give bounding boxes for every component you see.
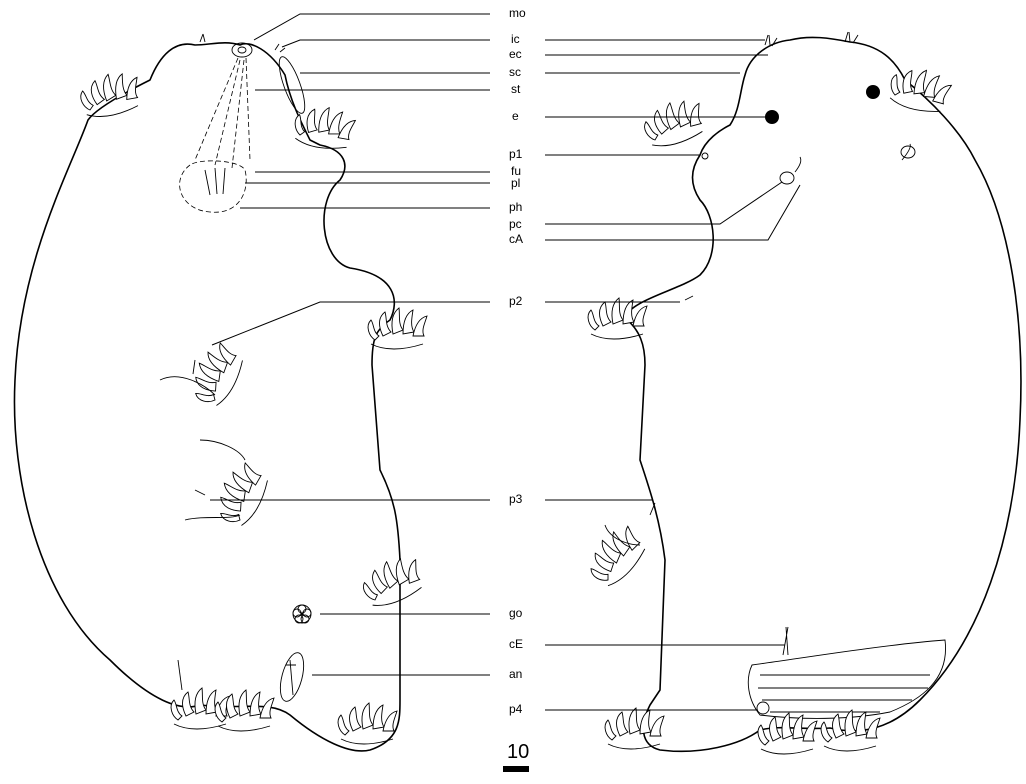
dorsal-sculpture xyxy=(748,640,945,718)
gonopore xyxy=(293,605,311,623)
label-st: st xyxy=(511,82,521,96)
label-mo: mo xyxy=(509,6,526,20)
label-go: go xyxy=(509,606,523,620)
label-p4: p4 xyxy=(509,702,523,716)
anus xyxy=(276,650,308,703)
label-pl: pl xyxy=(511,176,520,190)
eye-left xyxy=(765,110,779,124)
label-p3: p3 xyxy=(509,492,523,506)
label-p2: p2 xyxy=(509,294,523,308)
label-ph: ph xyxy=(509,200,522,214)
label-ec: ec xyxy=(509,47,522,61)
scale-bar-rect xyxy=(503,766,529,772)
dorsal-view xyxy=(580,32,1020,754)
label-cA: cA xyxy=(509,232,523,246)
label-sc: sc xyxy=(509,65,521,79)
label-p1: p1 xyxy=(509,147,523,161)
scale-bar: 10 xyxy=(503,741,529,772)
label-an: an xyxy=(509,667,522,681)
label-pc: pc xyxy=(509,217,522,231)
label-ic: ic xyxy=(511,32,520,46)
pharynx-bulb xyxy=(180,161,247,212)
stylet-apparatus xyxy=(195,58,250,168)
scale-bar-label: 10 xyxy=(507,741,529,763)
ventral-view xyxy=(14,34,427,751)
dorsal-body-outline xyxy=(625,37,1021,751)
label-e: e xyxy=(512,109,519,123)
label-cE: cE xyxy=(509,637,523,651)
mouth-opening xyxy=(232,43,252,57)
labels: mo ic ec sc st e p1 fu pl ph pc cA p2 p3… xyxy=(509,6,526,716)
eye-right xyxy=(866,85,880,99)
